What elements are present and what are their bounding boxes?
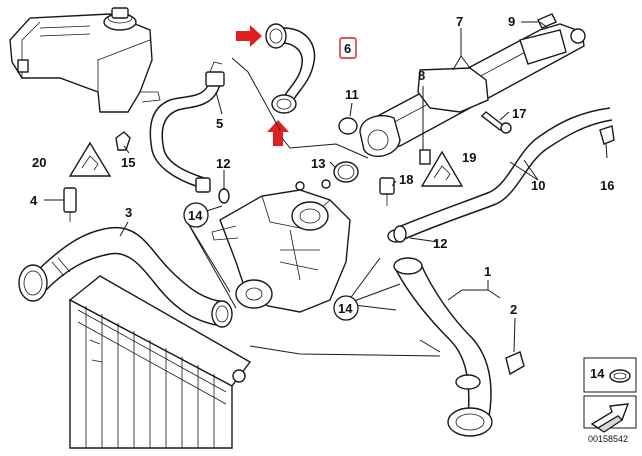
diagram-code: 00158542 xyxy=(588,434,628,444)
callout-15: 15 xyxy=(121,155,135,170)
callout-9: 9 xyxy=(508,14,515,29)
callout-6: 6 xyxy=(344,41,351,56)
callout-13: 13 xyxy=(311,156,325,171)
water-pump xyxy=(211,179,351,313)
callout-11: 11 xyxy=(345,87,359,102)
radiator xyxy=(68,275,252,449)
callout-16: 16 xyxy=(600,178,614,193)
callout-10: 10 xyxy=(531,178,545,193)
callout-14-left-label: 14 xyxy=(188,208,203,223)
hose-6 xyxy=(265,23,316,114)
callout-8: 8 xyxy=(418,68,425,83)
legend-arrow-box xyxy=(583,395,637,433)
arrow-right-icon xyxy=(236,25,262,47)
expansion-tank xyxy=(9,7,161,113)
callout-12-upper: 12 xyxy=(216,156,230,171)
legend-clamp-box: 14 xyxy=(583,357,637,393)
callout-18: 18 xyxy=(399,172,413,187)
leader-lines xyxy=(44,21,608,357)
callout-7: 7 xyxy=(456,14,463,29)
hose-5 xyxy=(149,61,225,193)
hose-3 xyxy=(18,226,233,328)
callout-14-left: 14 xyxy=(183,202,209,228)
callout-4: 4 xyxy=(30,193,38,208)
clamp-icon xyxy=(609,369,631,383)
warning-triangle-19 xyxy=(420,150,464,187)
small-parts xyxy=(63,13,615,376)
callouts: 7 9 8 17 11 13 5 12 15 20 4 3 18 19 10 1… xyxy=(30,14,614,317)
warning-triangle-20 xyxy=(68,141,112,177)
callout-20: 20 xyxy=(32,155,46,170)
pipe-10 xyxy=(393,107,613,243)
callout-17: 17 xyxy=(512,106,526,121)
callout-12-lower: 12 xyxy=(433,236,447,251)
callout-3: 3 xyxy=(125,205,132,220)
callout-5: 5 xyxy=(216,116,223,131)
callout-14-right-label: 14 xyxy=(338,301,353,316)
callout-14-right: 14 xyxy=(333,295,359,321)
arrow-up-icon xyxy=(267,120,289,146)
hose-1 xyxy=(393,257,493,437)
highlight-arrows xyxy=(236,25,289,146)
coolant-pipe-7 xyxy=(359,23,586,165)
legend-clamp-label: 14 xyxy=(590,366,605,381)
callout-2: 2 xyxy=(510,302,517,317)
callout-6-box: 6 xyxy=(339,37,357,59)
callout-1: 1 xyxy=(484,264,491,279)
callout-19: 19 xyxy=(462,150,476,165)
